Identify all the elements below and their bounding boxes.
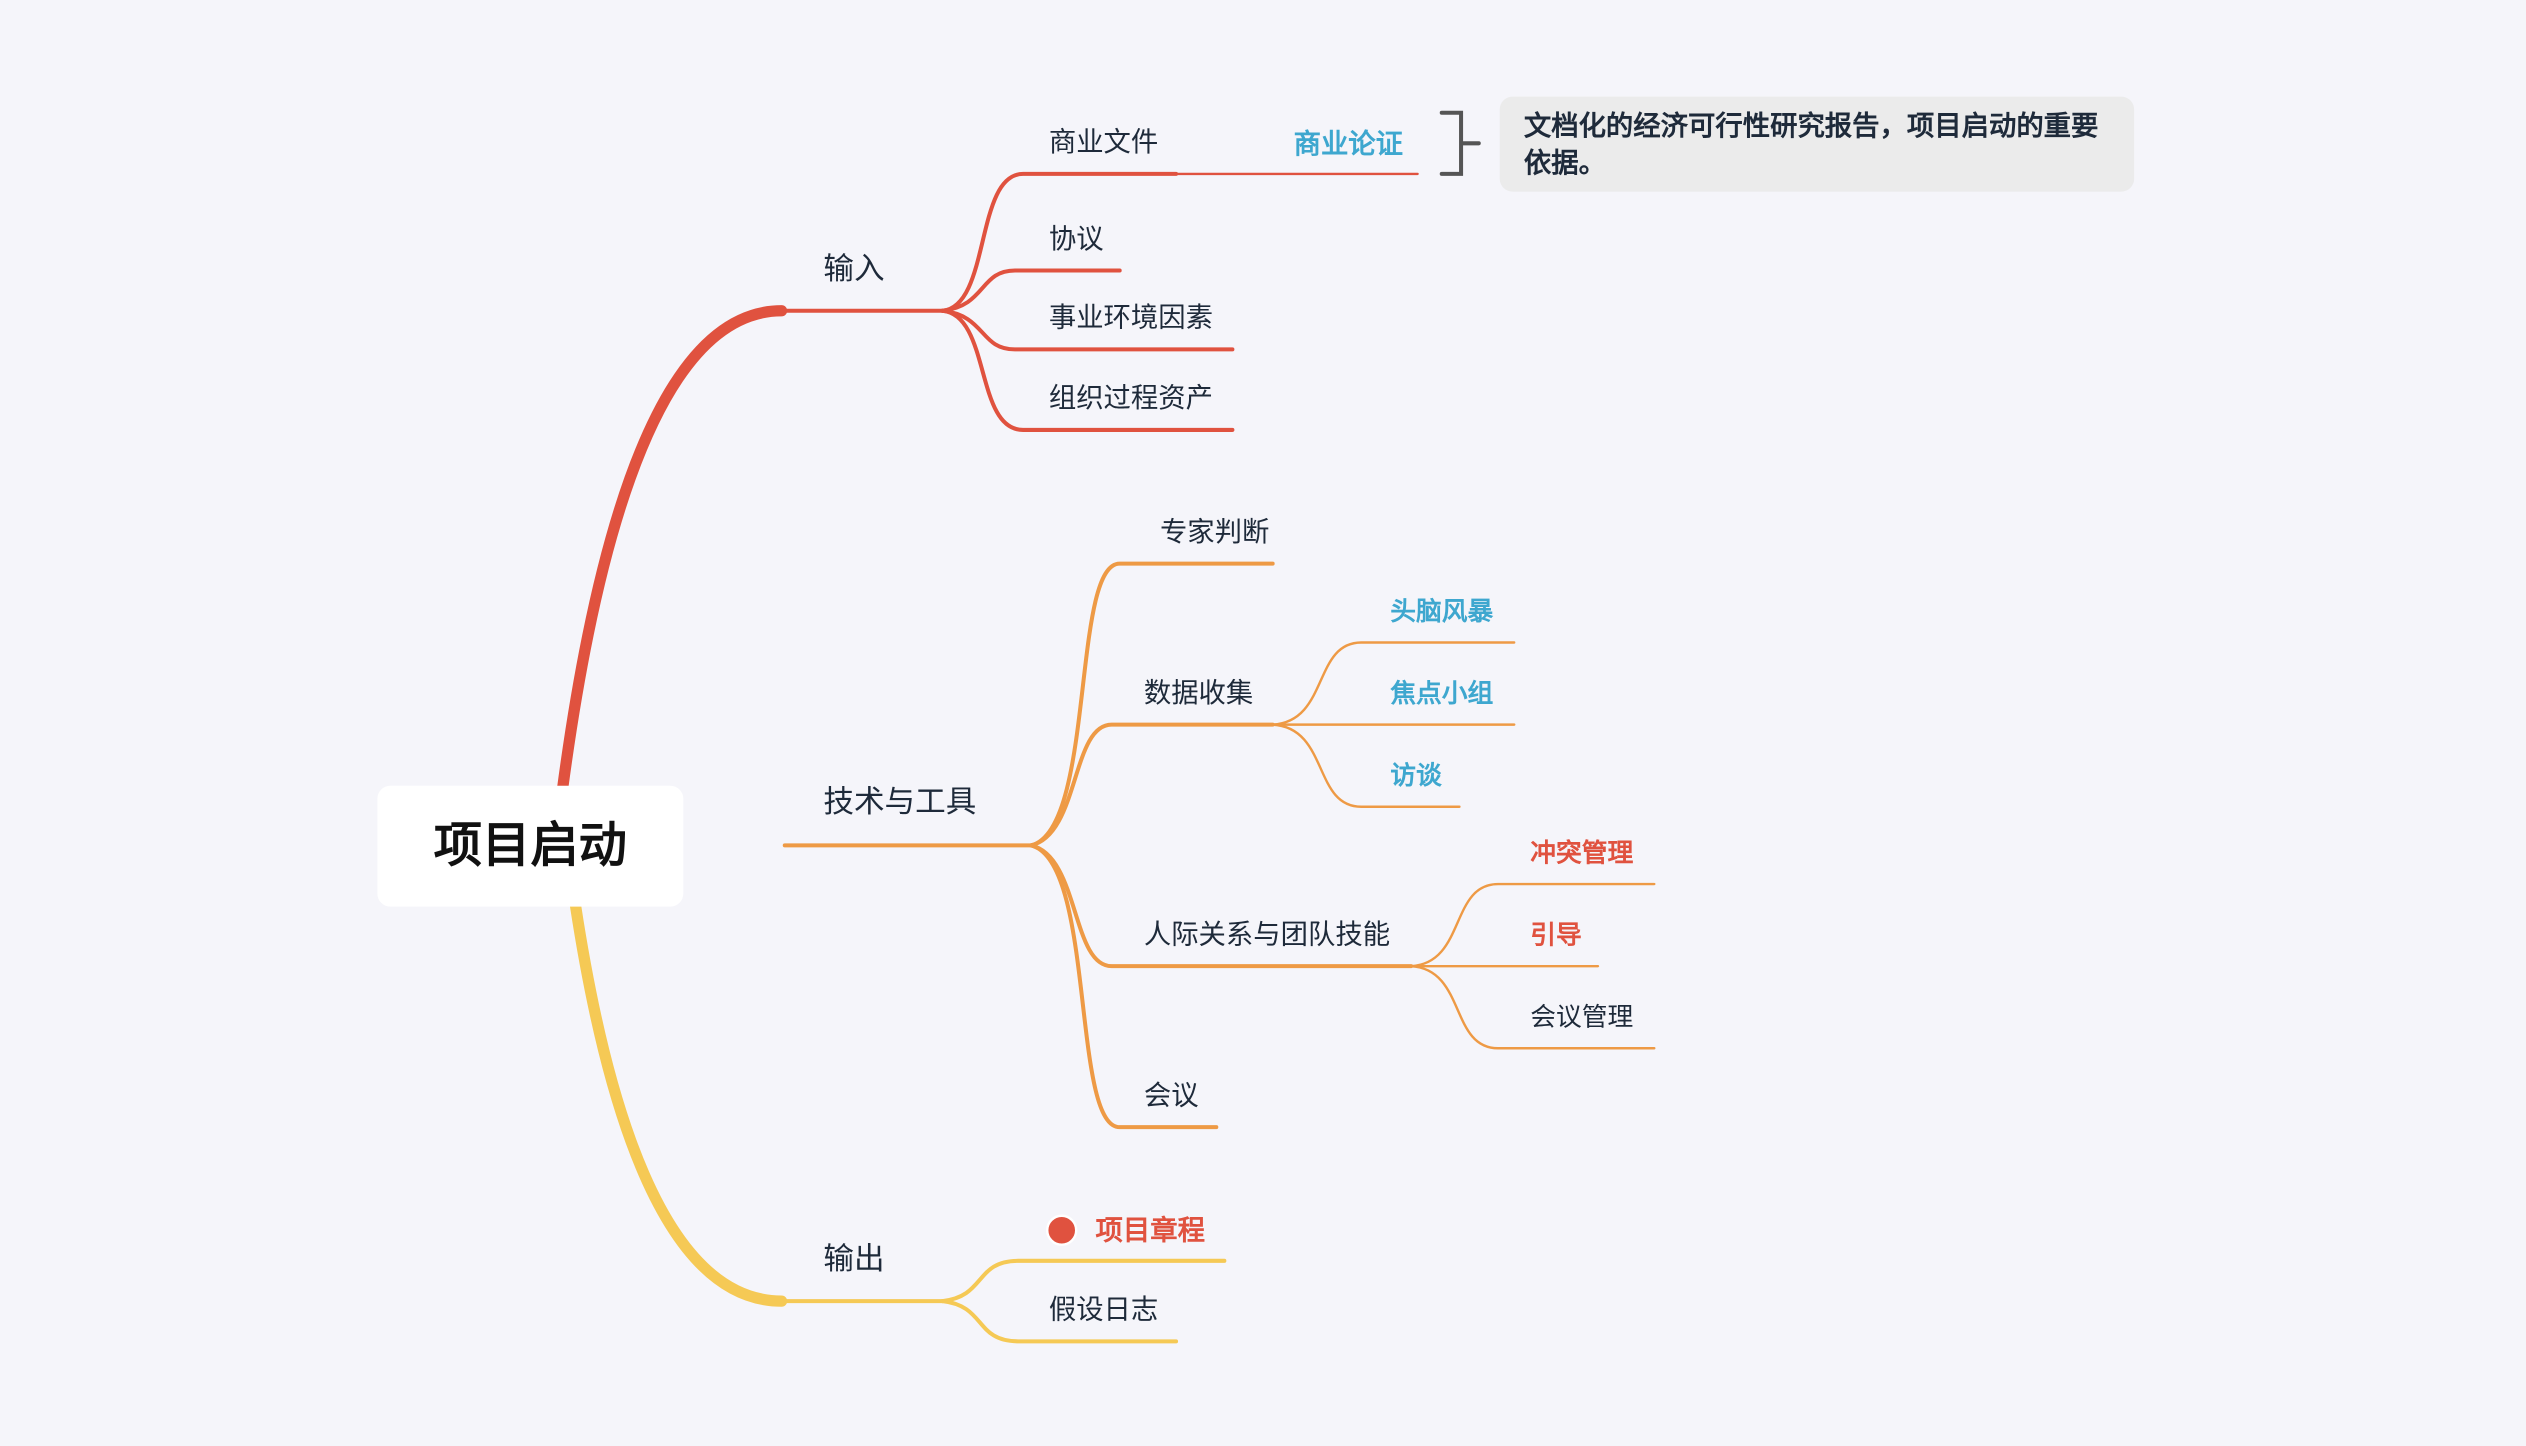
input-connectors [940, 171, 1419, 432]
node-brainstorming[interactable]: 头脑风暴 [1390, 597, 1493, 626]
node-focus-groups[interactable]: 焦点小组 [1390, 678, 1493, 708]
node-interpersonal-skills[interactable]: 人际关系与团队技能 [1144, 918, 1390, 949]
root-label: 项目启动 [434, 818, 627, 872]
star-icon [1046, 1214, 1078, 1246]
note-line-1: 文档化的经济可行性研究报告，项目启动的重要 [1524, 110, 2099, 141]
connector-output [569, 899, 788, 1307]
note-callout[interactable]: 文档化的经济可行性研究报告，项目启动的重要 依据。 [1499, 96, 2135, 192]
node-expert-judgment[interactable]: 专家判断 [1160, 516, 1269, 547]
node-output[interactable]: 输出 [823, 1242, 884, 1276]
node-facilitation[interactable]: 引导 [1530, 921, 1582, 950]
node-data-gathering[interactable]: 数据收集 [1144, 677, 1253, 708]
connector-input [556, 305, 788, 795]
node-business-case[interactable]: 商业论证 [1294, 128, 1403, 159]
bracket-icon [1439, 110, 1481, 176]
node-input[interactable]: 输入 [823, 252, 884, 286]
node-assumption-log[interactable]: 假设日志 [1049, 1294, 1158, 1325]
node-meeting-management[interactable]: 会议管理 [1530, 1003, 1633, 1032]
node-tools[interactable]: 技术与工具 [823, 785, 976, 819]
node-meetings[interactable]: 会议 [1144, 1079, 1199, 1110]
node-eef[interactable]: 事业环境因素 [1049, 302, 1213, 333]
output-connectors [940, 1258, 1227, 1344]
node-opa[interactable]: 组织过程资产 [1049, 382, 1213, 413]
tools-connectors [1029, 561, 1414, 1130]
node-project-charter[interactable]: 项目章程 [1096, 1215, 1205, 1246]
node-conflict-management[interactable]: 冲突管理 [1530, 837, 1633, 867]
note-line-2: 依据。 [1524, 147, 1606, 178]
node-interviews[interactable]: 访谈 [1390, 761, 1442, 790]
node-agreements[interactable]: 协议 [1049, 223, 1104, 254]
tools-sub-connectors [1271, 641, 1656, 1050]
node-business-documents[interactable]: 商业文件 [1049, 126, 1158, 157]
root-node[interactable]: 项目启动 [377, 785, 684, 907]
